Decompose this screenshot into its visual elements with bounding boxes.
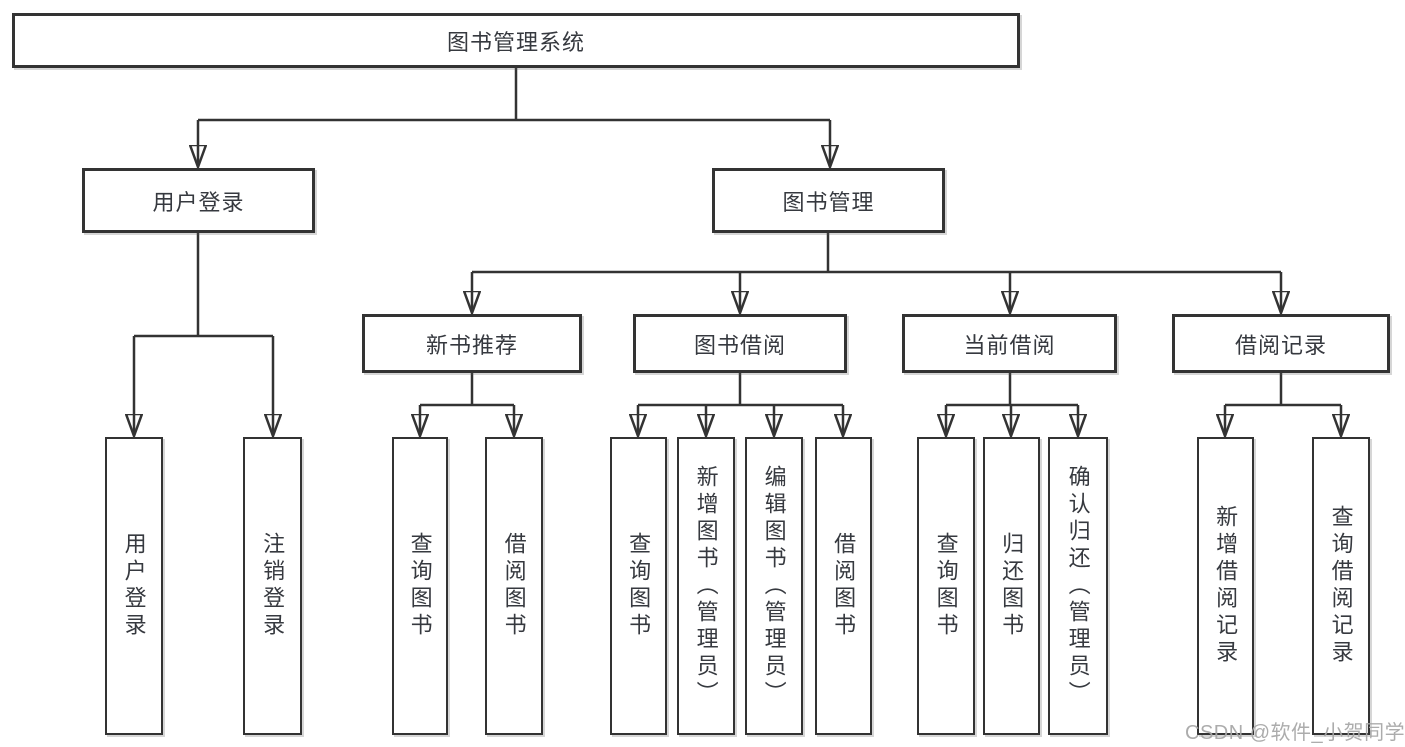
leaf-current-return-books-label: 归还图书 (999, 532, 1025, 640)
leaf-newbook-borrow-books: 借阅图书 (485, 437, 543, 735)
connector-newbook-spine (420, 373, 514, 407)
leaf-newbook-query-books: 查询图书 (392, 437, 448, 735)
node-user-login: 用户登录 (82, 168, 315, 233)
leaf-logout-label: 注销登录 (260, 532, 286, 640)
leaf-borrow-query-books: 查询图书 (610, 437, 667, 735)
leaf-current-return-books: 归还图书 (983, 437, 1040, 735)
node-new-book-recommend-label: 新书推荐 (425, 332, 518, 358)
leaf-borrow-edit-books-admin: 编辑图书（管理员） (745, 437, 803, 735)
node-user-login-label: 用户登录 (152, 189, 245, 215)
leaf-records-query-record: 查询借阅记录 (1312, 437, 1370, 735)
leaf-borrow-borrow-books: 借阅图书 (815, 437, 872, 735)
connector-login-spine (134, 233, 273, 338)
node-book-management-label: 图书管理 (782, 189, 875, 215)
leaf-current-confirm-return-admin: 确认归还（管理员） (1048, 437, 1108, 735)
leaf-borrow-borrow-books-label: 借阅图书 (831, 532, 857, 640)
connector-records-spine (1225, 373, 1341, 407)
connector-bookborrow-spine (638, 373, 843, 407)
node-book-borrow-label: 图书借阅 (693, 332, 786, 358)
leaf-current-query-books: 查询图书 (917, 437, 975, 735)
node-new-book-recommend: 新书推荐 (362, 314, 582, 373)
node-borrow-records-label: 借阅记录 (1234, 332, 1327, 358)
node-current-borrow-label: 当前借阅 (963, 332, 1056, 358)
leaf-borrow-query-books-label: 查询图书 (626, 532, 652, 640)
node-borrow-records: 借阅记录 (1172, 314, 1390, 373)
connector-management-spine (472, 233, 1281, 274)
leaf-borrow-edit-books-admin-label: 编辑图书（管理员） (761, 464, 787, 708)
leaf-logout: 注销登录 (243, 437, 302, 735)
leaf-borrow-add-books-admin-label: 新增图书（管理员） (693, 464, 719, 708)
csdn-watermark: CSDN @软件_小贺同学 (1185, 722, 1405, 744)
leaf-records-query-record-label: 查询借阅记录 (1328, 505, 1354, 667)
leaf-current-confirm-return-admin-label: 确认归还（管理员） (1065, 464, 1091, 708)
node-book-borrow: 图书借阅 (633, 314, 847, 373)
leaf-records-add-record-label: 新增借阅记录 (1213, 505, 1239, 667)
leaf-records-add-record: 新增借阅记录 (1197, 437, 1254, 735)
node-library-system: 图书管理系统 (12, 13, 1020, 68)
leaf-borrow-add-books-admin: 新增图书（管理员） (677, 437, 735, 735)
connector-root-spine (198, 68, 830, 122)
leaf-user-login-label: 用户登录 (121, 532, 147, 640)
connector-currentborrow-spine (946, 373, 1078, 407)
leaf-user-login: 用户登录 (105, 437, 163, 735)
node-library-system-label: 图书管理系统 (446, 29, 585, 55)
node-current-borrow: 当前借阅 (902, 314, 1117, 373)
leaf-newbook-borrow-books-label: 借阅图书 (501, 532, 527, 640)
leaf-newbook-query-books-label: 查询图书 (407, 532, 433, 640)
node-book-management: 图书管理 (712, 168, 945, 233)
leaf-current-query-books-label: 查询图书 (933, 532, 959, 640)
